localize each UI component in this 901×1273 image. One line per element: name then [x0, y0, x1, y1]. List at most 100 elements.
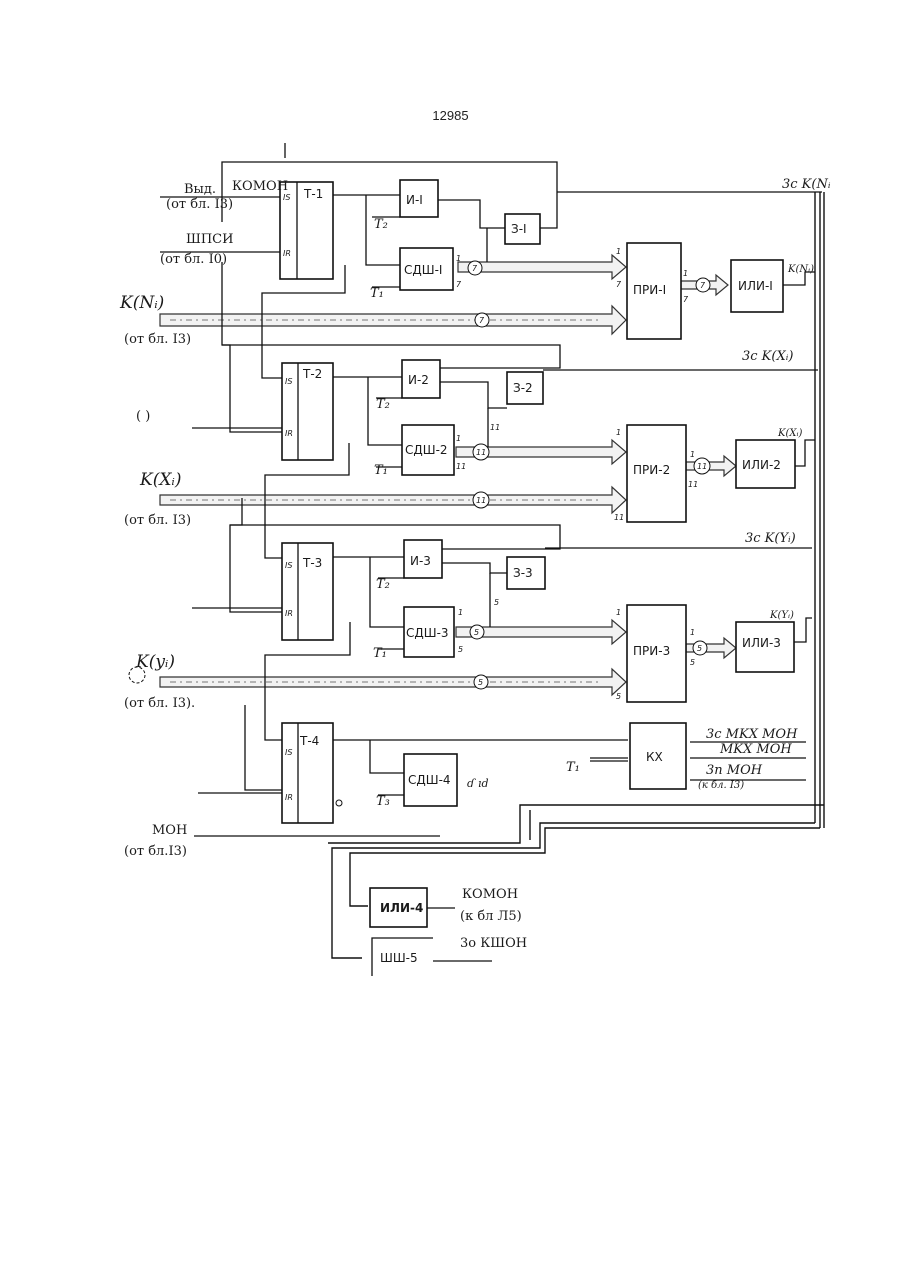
z-block-2: З-2	[507, 372, 543, 404]
k-xi-source-label: (от бл. I3)	[124, 513, 191, 528]
bus-width-label: 5	[697, 644, 702, 653]
pin-label: 7	[616, 280, 622, 289]
zo-kshon-label: 3о КШОН	[460, 936, 527, 951]
trigger-t3-pin-s: IS	[285, 561, 292, 570]
trigger-t4-pin-s: IS	[285, 748, 292, 757]
pin-label: 11	[456, 462, 466, 471]
svg-text:КХ: КХ	[646, 750, 663, 764]
pin-label: 1	[690, 628, 695, 637]
vyd-source-label: (от бл. I3)	[166, 197, 233, 212]
sdsh4-output-mark: ɗ ıd	[467, 777, 489, 790]
pin-label: 1	[456, 434, 461, 443]
pin-label: 7	[683, 295, 689, 304]
and-block-2: И-2	[402, 360, 440, 398]
svg-text:И-2: И-2	[408, 373, 429, 387]
trigger-t3-pin-r: IR	[285, 609, 293, 618]
mkx-mon-label: MKX MOH	[719, 742, 792, 757]
svg-text:И-3: И-3	[410, 554, 431, 568]
or-block-1: ИЛИ-I	[731, 260, 783, 312]
kx-block: КХ	[630, 723, 686, 789]
mon-label: МОН	[152, 823, 187, 838]
trigger-t1-label: Т-1	[303, 187, 323, 201]
svg-text:ПРИ-2: ПРИ-2	[633, 463, 670, 477]
trigger-t2-pin-s: IS	[285, 377, 292, 386]
pin-label: 1	[456, 254, 461, 263]
receiver-1: ПРИ-I	[627, 243, 681, 339]
bus-width-label: 5	[478, 678, 483, 687]
pin-label: 1	[690, 450, 695, 459]
shift-block-2: СДШ-2	[402, 425, 454, 475]
pin-label: 7	[456, 280, 462, 289]
clock-label: T₁	[374, 463, 388, 478]
clock-label: T₁	[370, 286, 384, 301]
zn-mon-label: 3n MOH	[706, 763, 763, 778]
komon-output-label: КОМОН	[462, 887, 518, 902]
k-ni-input-label: K(Nᵢ)	[119, 293, 164, 313]
and-block-1: И-I	[400, 180, 438, 217]
trigger-t3-label: Т-3	[302, 556, 322, 570]
receiver-2: ПРИ-2	[627, 425, 686, 522]
pin-label: 5	[458, 645, 463, 654]
trigger-t1-pin-r: IR	[283, 249, 291, 258]
svg-text:СДШ-I: СДШ-I	[404, 263, 442, 277]
trigger-t2-pin-r: IR	[285, 429, 293, 438]
bus-width-label: 11	[476, 496, 486, 505]
bus-sdsh1-pri1	[458, 255, 626, 279]
k-xi-input-label: K(Xᵢ)	[139, 470, 182, 490]
receiver-3: ПРИ-3	[627, 605, 686, 702]
clock-labels: T₂ T₁ T₂ T₁ T₂ T₁ T₃ T₁	[370, 217, 580, 809]
clock-label: T₂	[374, 217, 388, 232]
zc-k-ni-label: 3c K(Nᵢ	[782, 177, 831, 192]
trigger-t2: Т-2 IS IR	[282, 363, 333, 460]
z-block-1: З-I	[505, 214, 540, 244]
bus-width-label: 11	[697, 462, 707, 471]
pin-label: 5	[690, 658, 695, 667]
svg-text:З-2: З-2	[513, 381, 533, 395]
pin-label: 11	[614, 513, 624, 522]
svg-text:ИЛИ-I: ИЛИ-I	[738, 279, 773, 293]
input-labels: Выд. (от бл. I3) КОМОН ШПСИ (от бл. I0) …	[119, 179, 288, 859]
bus-width-label: 11	[476, 448, 486, 457]
trigger-t4-pin-r: IR	[285, 793, 293, 802]
pin-label: 5	[494, 598, 499, 607]
zc-k-xi-label: 3c K(Xᵢ)	[742, 349, 793, 364]
pin-label: 1	[616, 428, 621, 437]
or-block-2: ИЛИ-2	[736, 440, 795, 488]
zc-mkx-mon-label: 3c MKX MOH	[706, 727, 798, 742]
trigger-t4-label: Т-4	[299, 734, 319, 748]
svg-text:З-I: З-I	[511, 222, 527, 236]
svg-text:ИЛИ-3: ИЛИ-3	[742, 636, 781, 650]
svg-text:ИЛИ-2: ИЛИ-2	[742, 458, 781, 472]
clock-label: T₁	[373, 646, 387, 661]
shsh5-block: ШШ-5	[372, 938, 433, 976]
vyd-label: Выд.	[184, 182, 216, 197]
komon-input-label: КОМОН	[232, 179, 288, 194]
clock-label: T₁	[566, 760, 580, 775]
pin-label: 11	[688, 480, 698, 489]
svg-text:СДШ-2: СДШ-2	[405, 443, 448, 457]
shift-block-4: СДШ-4	[404, 754, 457, 806]
svg-text:СДШ-4: СДШ-4	[408, 773, 451, 787]
pin-label: 1	[616, 247, 621, 256]
clock-label: T₂	[376, 577, 390, 592]
ipsi-source-label: (от бл. I0)	[160, 252, 227, 267]
shift-block-3: СДШ-3	[404, 607, 454, 657]
pin-label: 5	[616, 692, 621, 701]
trigger-t4: Т-4 IS IR	[282, 723, 342, 823]
zc-k-yi-label: 3c K(Yᵢ)	[745, 531, 796, 546]
zn-mon-destination-label: (к бл. I3)	[698, 780, 744, 791]
trigger-t1: Т-1 IS IR	[280, 182, 333, 279]
clock-label: T₂	[376, 397, 390, 412]
pin-label: 1	[458, 608, 463, 617]
mon-source-label: (от бл.I3)	[124, 844, 187, 859]
unlabeled-input: ( )	[136, 409, 150, 424]
svg-text:ПРИ-I: ПРИ-I	[633, 283, 666, 297]
pin-label: 1	[683, 269, 688, 278]
pin-label: 1	[616, 608, 621, 617]
bus-width-label: 5	[474, 628, 479, 637]
and-block-3: И-3	[404, 540, 442, 578]
or-block-4: ИЛИ-4	[370, 888, 427, 927]
komon-output-destination-label: (к бл Л5)	[460, 909, 522, 924]
shift-block-1: СДШ-I	[400, 248, 453, 290]
svg-text:З-3: З-3	[513, 566, 533, 580]
